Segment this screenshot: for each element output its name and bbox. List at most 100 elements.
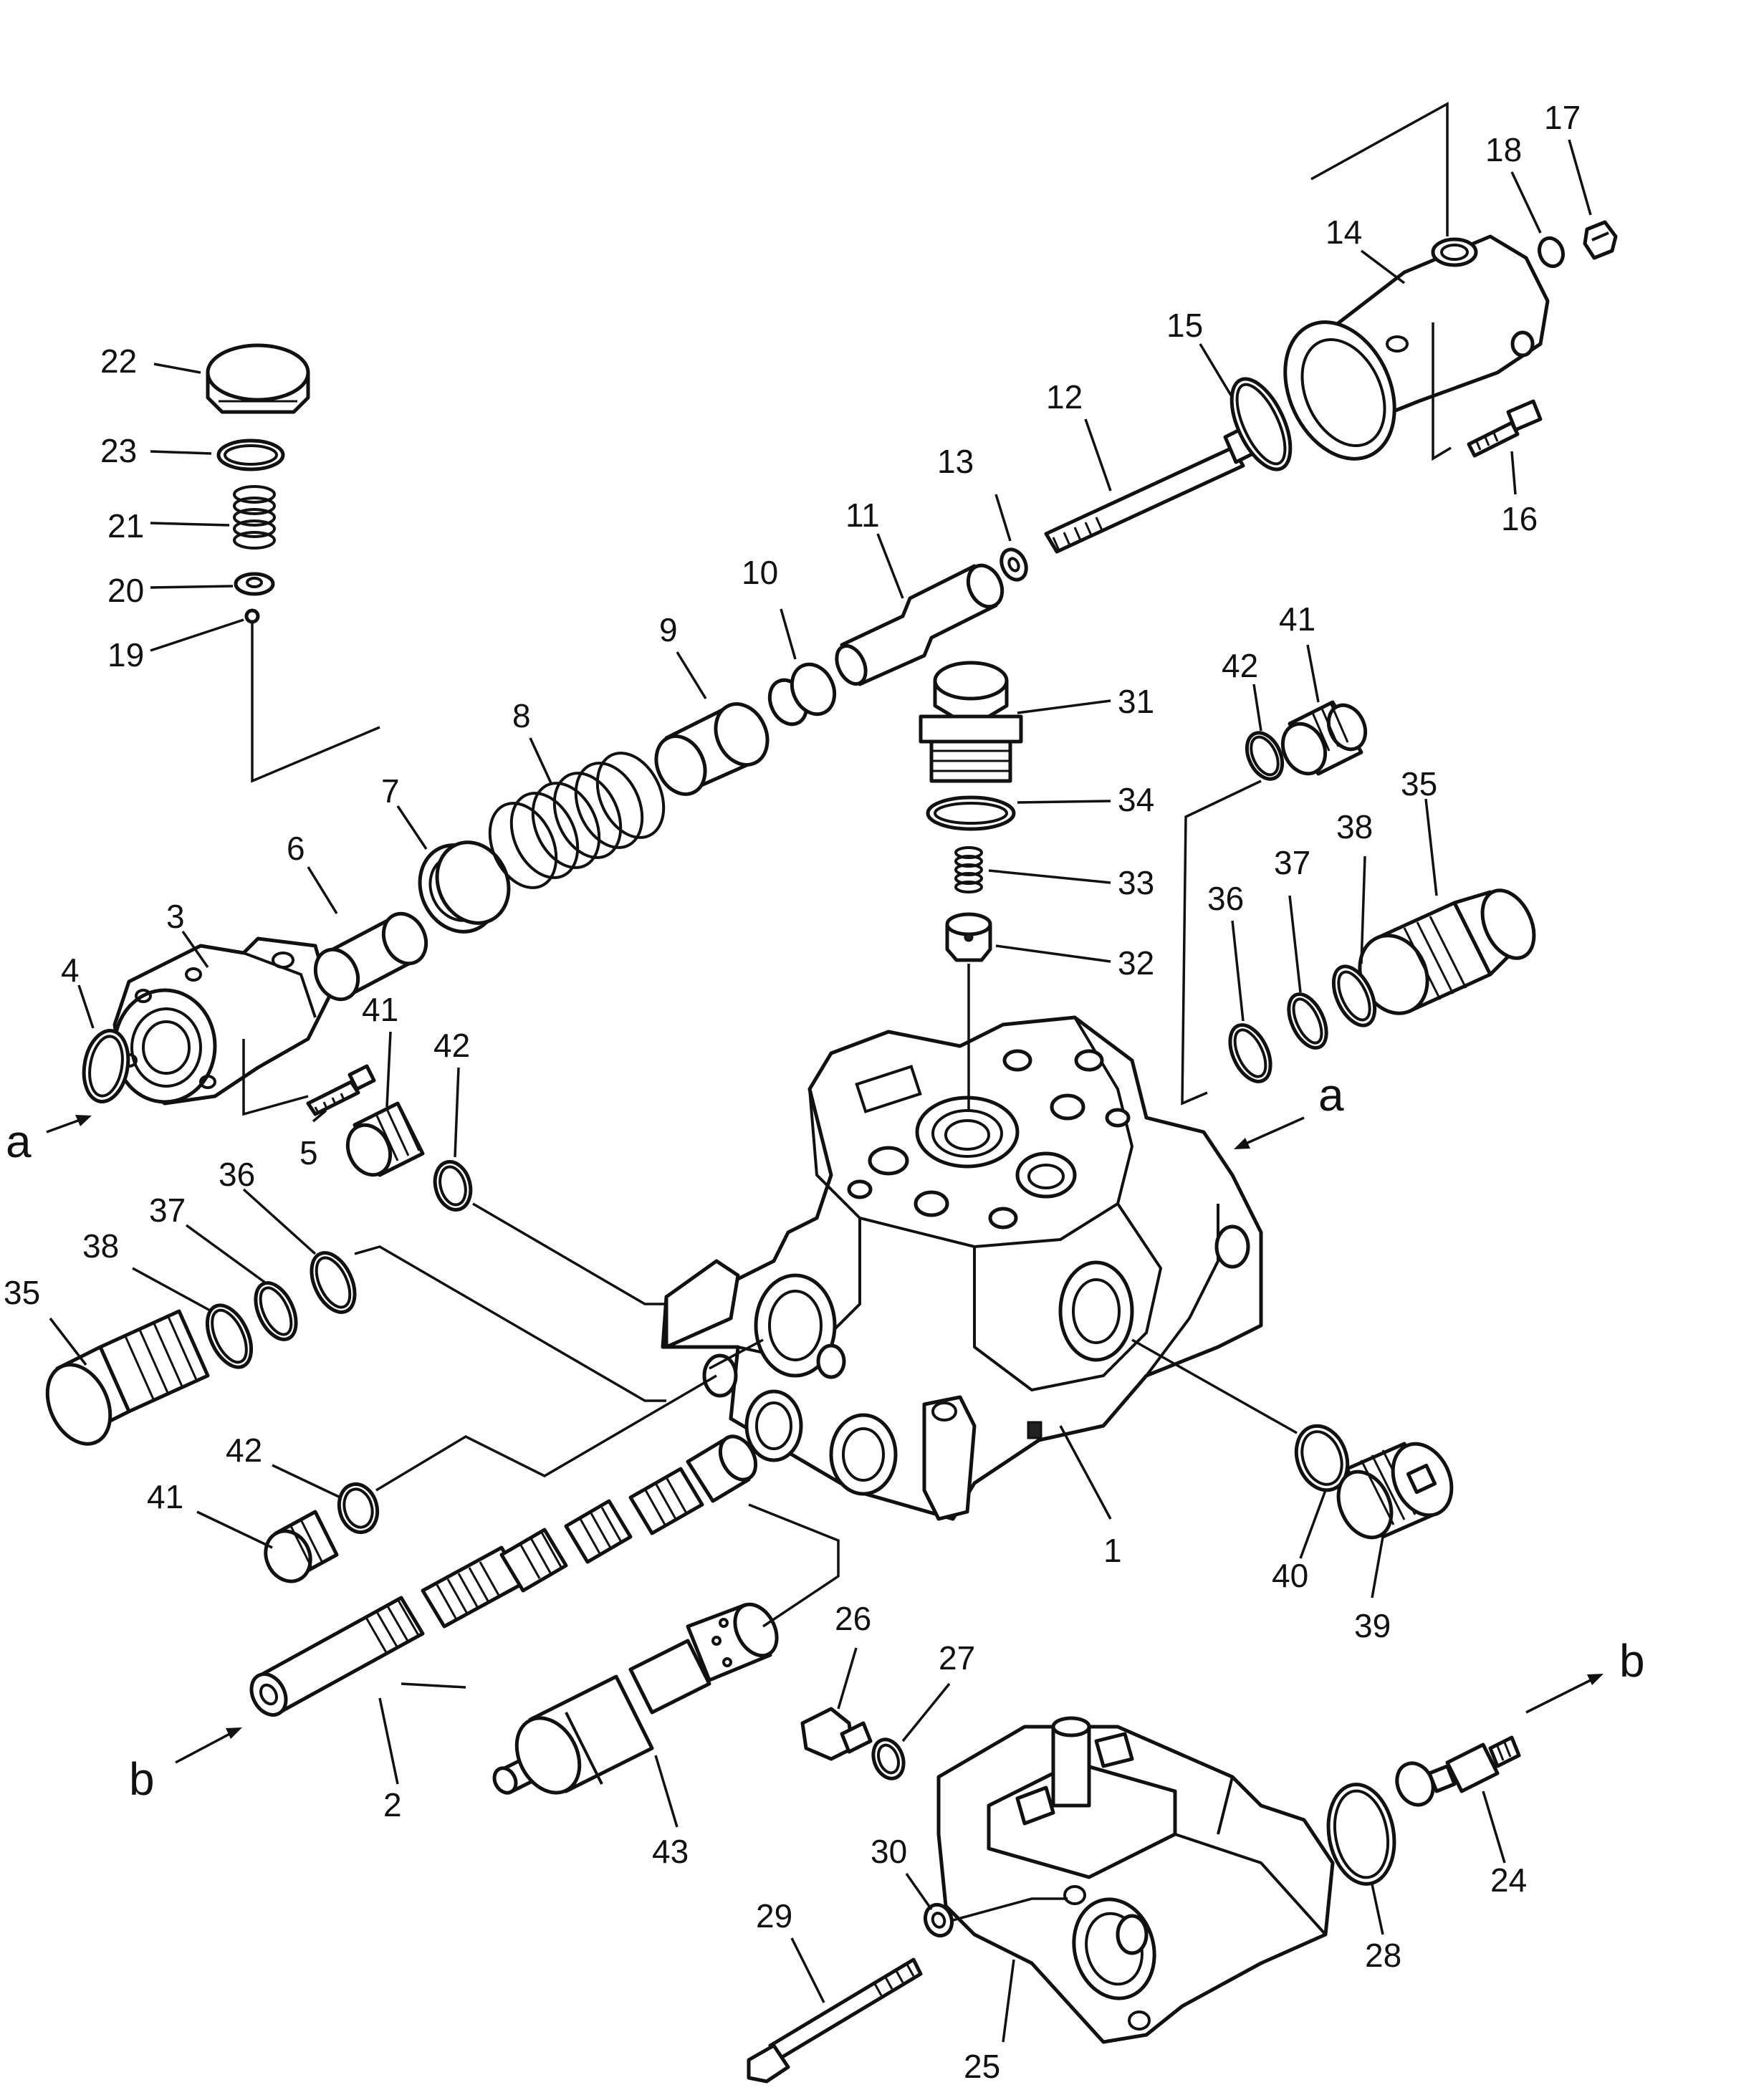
label-40: 40 [1272, 1557, 1308, 1594]
label-41-mid: 41 [362, 991, 398, 1028]
plug-41-mid [345, 1101, 425, 1177]
ref-arrow-a-right [1234, 1116, 1305, 1149]
label-3: 3 [166, 898, 185, 935]
label-41-low: 41 [147, 1478, 183, 1515]
ref-arrow-b-right [1525, 1674, 1604, 1714]
o-ring-34 [926, 795, 1016, 831]
label-25: 25 [964, 2048, 1000, 2085]
label-2: 2 [383, 1786, 402, 1823]
label-6: 6 [287, 830, 305, 867]
label-9: 9 [659, 611, 678, 648]
valve-assembly-25 [936, 1716, 1335, 2044]
plug-22 [206, 343, 310, 414]
retainer-7 [418, 840, 511, 934]
spring-21 [233, 485, 276, 550]
label-11: 11 [845, 497, 880, 534]
label-43: 43 [652, 1833, 689, 1870]
reference-letters: a a b b [6, 1069, 1645, 1805]
leader-lines [49, 102, 1592, 2043]
label-34: 34 [1118, 781, 1154, 818]
plug-35-left [45, 1309, 210, 1446]
bolt-26 [800, 1707, 873, 1761]
bolt-5 [306, 1064, 376, 1116]
label-30: 30 [871, 1833, 907, 1870]
letter-b-right: b [1619, 1635, 1645, 1687]
seat-20 [234, 572, 275, 596]
o-ring-15 [1229, 377, 1293, 471]
label-32: 32 [1118, 944, 1154, 982]
plug-17 [1583, 220, 1618, 260]
label-14: 14 [1326, 214, 1362, 251]
washer-27 [871, 1737, 906, 1780]
label-5: 5 [299, 1134, 318, 1171]
label-12: 12 [1046, 378, 1083, 416]
o-ring-18 [1537, 236, 1566, 269]
washer-30 [923, 1902, 954, 1938]
o-ring-36-left [310, 1251, 357, 1314]
label-16: 16 [1501, 500, 1538, 537]
letter-a-left: a [6, 1116, 32, 1167]
label-4: 4 [61, 951, 80, 989]
label-41-top: 41 [1279, 600, 1315, 638]
label-42-top: 42 [1222, 647, 1258, 684]
o-ring-42-low [337, 1482, 380, 1535]
label-1: 1 [1103, 1532, 1122, 1569]
plug-39 [1336, 1442, 1454, 1540]
label-20: 20 [107, 572, 144, 609]
o-ring-40 [1294, 1424, 1350, 1492]
ref-arrow-a-left [46, 1115, 92, 1133]
label-8: 8 [512, 697, 531, 734]
label-27: 27 [939, 1639, 975, 1677]
label-42-mid: 42 [433, 1027, 470, 1064]
collar-10 [767, 662, 837, 727]
sleeve-6 [313, 911, 428, 1002]
label-7: 7 [381, 772, 400, 810]
label-37-right: 37 [1274, 844, 1310, 881]
plug-41-top [1280, 700, 1368, 776]
label-37-left: 37 [149, 1192, 186, 1229]
o-ring-23 [216, 438, 285, 471]
label-10: 10 [742, 554, 778, 591]
label-33: 33 [1118, 864, 1154, 901]
label-39: 39 [1354, 1607, 1391, 1644]
backup-ring-37-left [254, 1281, 298, 1341]
label-22: 22 [100, 342, 137, 380]
pin-24 [1395, 1735, 1521, 1807]
plug-31 [919, 661, 1023, 783]
letter-a-right: a [1318, 1069, 1344, 1121]
label-38-right: 38 [1336, 808, 1373, 845]
o-ring-42-top [1245, 731, 1285, 781]
end-cover-3 [112, 936, 332, 1106]
o-ring-38-right [1331, 964, 1377, 1027]
letter-b-left: b [129, 1753, 155, 1805]
spring-33 [954, 846, 983, 893]
poppet-32 [945, 912, 992, 962]
label-42-low: 42 [226, 1432, 262, 1469]
washer-13 [1000, 547, 1028, 582]
plug-35-right [1358, 888, 1536, 1015]
plug-41-low [264, 1510, 339, 1583]
label-36-left: 36 [219, 1156, 255, 1193]
label-23: 23 [100, 432, 137, 469]
label-36-right: 36 [1207, 880, 1244, 917]
rod-12 [1044, 421, 1267, 554]
backup-ring-37-right [1287, 992, 1328, 1050]
o-ring-36-right [1228, 1023, 1272, 1083]
label-21: 21 [107, 507, 144, 545]
sleeve-9 [654, 702, 770, 796]
ref-arrow-b-left [175, 1727, 242, 1764]
label-29: 29 [756, 1897, 792, 1935]
label-31: 31 [1118, 683, 1154, 720]
cap-14 [1283, 234, 1550, 461]
label-26: 26 [835, 1600, 871, 1637]
label-18: 18 [1485, 131, 1522, 168]
o-ring-38-left [205, 1303, 254, 1369]
label-35-left: 35 [4, 1274, 40, 1311]
part-labels: 1 2 3 4 5 6 7 8 9 10 11 12 13 14 15 16 1… [4, 99, 1581, 2085]
label-24: 24 [1490, 1861, 1527, 1899]
ball-19 [244, 608, 260, 624]
piston-11 [835, 563, 1005, 686]
bolt-29 [747, 1957, 923, 2084]
label-19: 19 [107, 636, 144, 674]
o-ring-4 [82, 1028, 130, 1104]
